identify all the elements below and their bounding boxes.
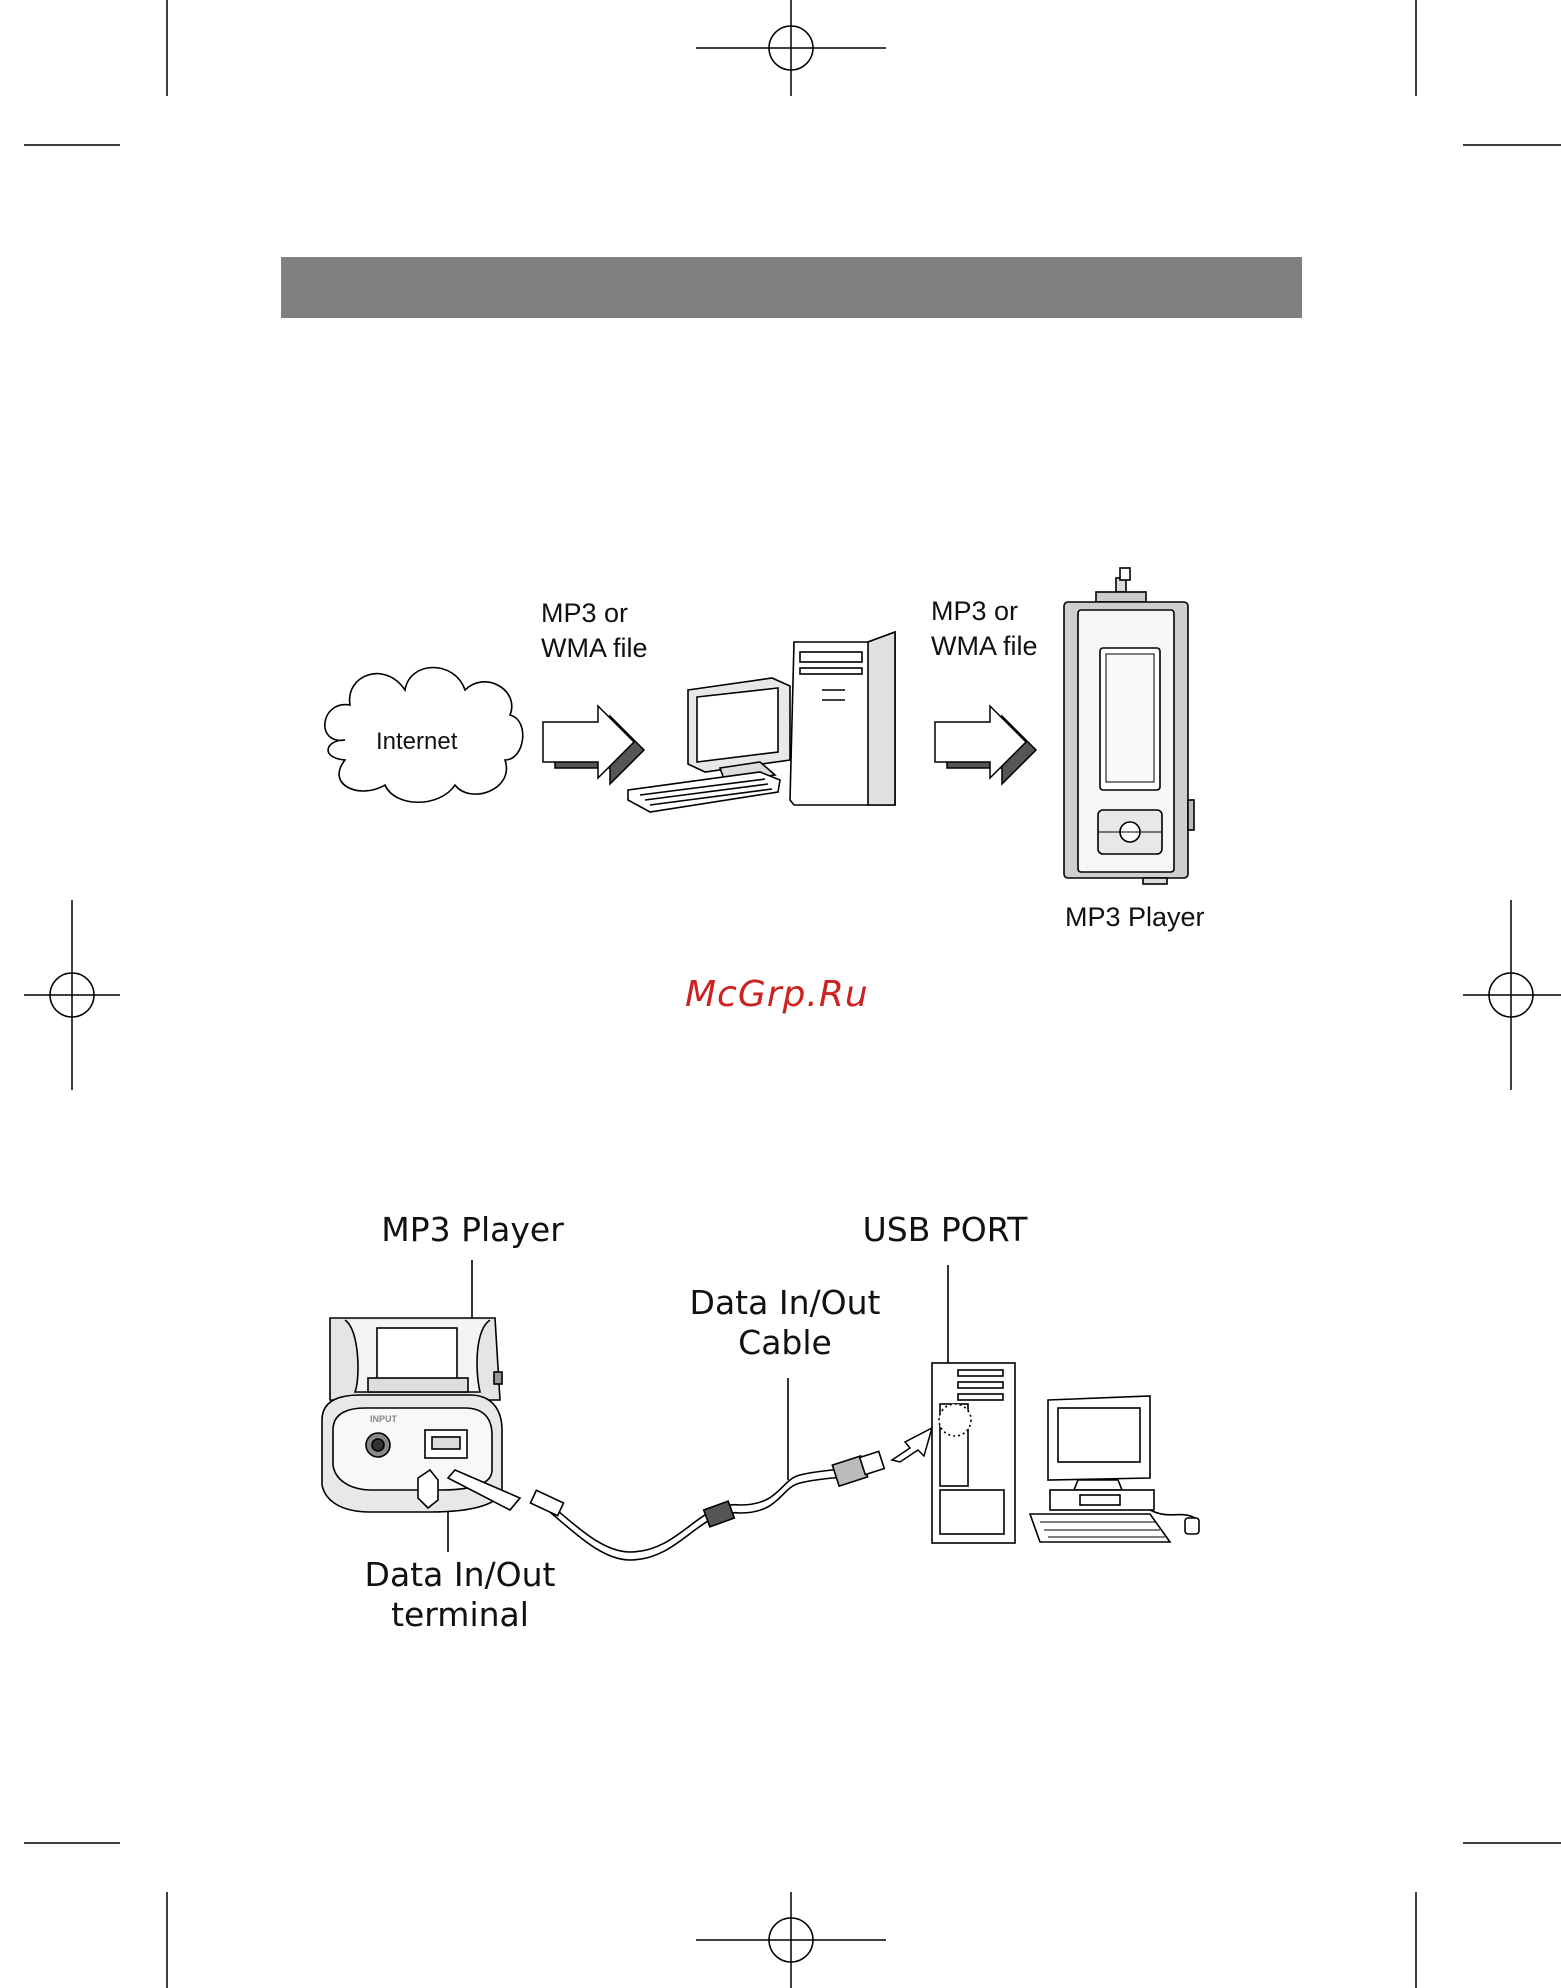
desktop-computer-icon <box>628 632 895 812</box>
arrow-right-icon <box>543 706 644 784</box>
usb-port-label: USB PORT <box>840 1210 1050 1250</box>
internet-label: Internet <box>376 724 457 759</box>
insert-arrow-icon <box>892 1428 932 1462</box>
mp3-player-title: MP3 Player <box>340 1210 605 1250</box>
watermark: McGrp.Ru <box>685 974 869 1015</box>
cable-label: Data In/Out Cable <box>670 1283 900 1363</box>
mp3-player-label: MP3 Player <box>1065 900 1205 935</box>
tower-pc-icon <box>932 1363 1199 1543</box>
file-label-1: MP3 or WMA file <box>541 596 648 666</box>
arrow-right-icon <box>935 706 1036 784</box>
mp3-player-device-icon <box>1064 568 1194 884</box>
terminal-label: Data In/Out terminal <box>350 1555 570 1635</box>
file-label-2: MP3 or WMA file <box>931 594 1038 664</box>
input-port-label: INPUT <box>370 1414 398 1424</box>
